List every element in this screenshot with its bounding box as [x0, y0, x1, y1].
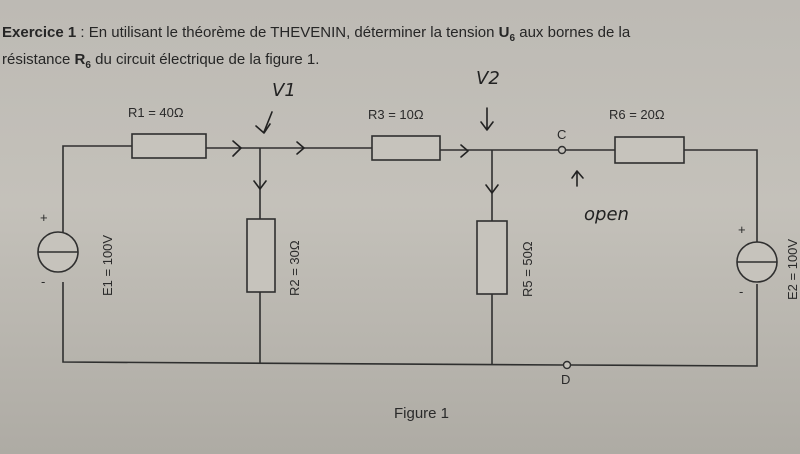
e1-label: E1 = 100V — [100, 235, 115, 296]
current-arrow-icon — [296, 141, 305, 155]
e2-label: E2 = 100V — [785, 239, 800, 300]
r2-label: R2 = 30Ω — [287, 240, 302, 296]
resistor-r6 — [614, 136, 685, 164]
handwritten-annotations: V1 V2 open — [232, 68, 629, 225]
arrow-up-icon — [571, 170, 584, 187]
handwritten-v1: V1 — [272, 80, 296, 101]
statement-line2-start: résistance — [2, 51, 75, 68]
exercise-statement: Exercice 1 : En utilisant le théorème de… — [2, 22, 798, 76]
node-d-label: D — [561, 372, 570, 387]
arrow-node2-icon — [480, 107, 494, 131]
statement-intro: : En utilisant le théorème de THEVENIN, … — [76, 24, 499, 41]
current-arrow-icon — [460, 144, 469, 158]
node-c-label: C — [557, 127, 566, 142]
r6-label: R6 = 20Ω — [609, 107, 665, 122]
e1-plus-sign: + — [40, 210, 48, 225]
terminal-d — [562, 360, 572, 370]
r3-label: R3 = 10Ω — [368, 107, 424, 122]
r5-label: R5 = 50Ω — [520, 241, 535, 297]
figure-caption: Figure 1 — [394, 405, 449, 422]
resistor-r3 — [371, 135, 441, 161]
source-e1: + - — [37, 210, 79, 289]
resistor-r5 — [476, 220, 508, 295]
statement-mid: aux bornes de la — [515, 24, 631, 41]
handwritten-open: open — [584, 204, 629, 225]
arrow-node1-icon — [255, 111, 273, 134]
r1-label: R1 = 40Ω — [128, 105, 184, 120]
current-arrow-down-icon — [253, 180, 267, 190]
source-e2: + - — [736, 222, 778, 299]
handwritten-v2: V2 — [476, 68, 500, 89]
current-arrow-down-icon — [485, 184, 499, 194]
exercise-title: Exercice 1 — [2, 24, 77, 41]
current-arrow-icon — [232, 140, 242, 157]
voltage-symbol: U6 — [498, 24, 516, 44]
e1-minus-sign: - — [41, 274, 45, 289]
resistor-r1 — [131, 133, 207, 159]
e2-minus-sign: - — [739, 284, 743, 299]
statement-line2-end: du circuit électrique de la figure 1. — [90, 51, 320, 68]
circuit-wires — [62, 145, 758, 367]
resistor-r2 — [246, 218, 276, 293]
e2-plus-sign: + — [738, 222, 746, 237]
resistance-symbol: R6 — [74, 51, 91, 71]
terminal-c — [557, 145, 567, 155]
